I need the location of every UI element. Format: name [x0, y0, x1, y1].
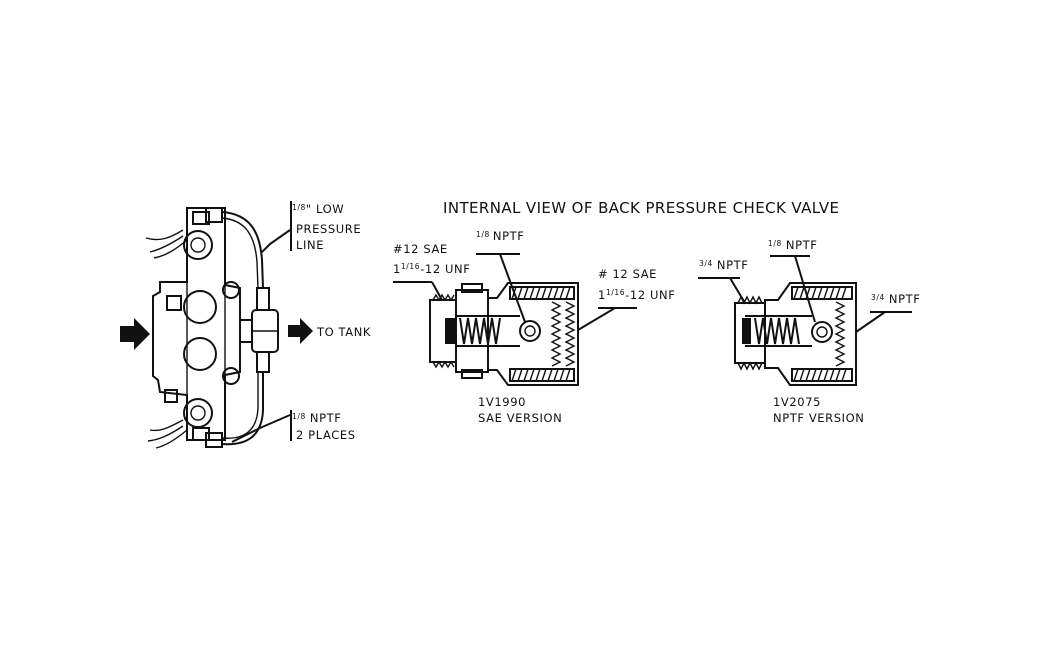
svg-text:1/8" LOW: 1/8" LOW	[292, 202, 344, 216]
nptf-part-number: 1V2075	[773, 395, 821, 409]
inlet-arrow-icon	[120, 318, 150, 350]
svg-text:11/16-12 UNF: 11/16-12 UNF	[598, 288, 675, 302]
valve-body	[152, 207, 241, 441]
svg-text:#12 SAE: #12 SAE	[393, 242, 448, 256]
to-tank-label: TO TANK	[316, 325, 371, 339]
outlet-arrow-icon	[288, 318, 313, 344]
sae-part-number: 1V1990	[478, 395, 526, 409]
svg-text:LINE: LINE	[296, 238, 324, 252]
nptf-version-label: NPTF VERSION	[773, 411, 865, 425]
sae-left-thread-label: #12 SAE 11/16-12 UNF	[393, 242, 470, 276]
sae-check-valve-drawing	[393, 253, 637, 386]
sae-right-thread-label: # 12 SAE 11/16-12 UNF	[598, 267, 675, 302]
svg-text:2 PLACES: 2 PLACES	[296, 428, 356, 442]
svg-text:PRESSURE: PRESSURE	[296, 222, 361, 236]
nptf-check-valve-drawing	[698, 255, 912, 386]
diagram-title: INTERNAL VIEW OF BACK PRESSURE CHECK VAL…	[443, 199, 839, 217]
svg-text:# 12 SAE: # 12 SAE	[598, 267, 657, 281]
svg-text:11/16-12 UNF: 11/16-12 UNF	[393, 262, 470, 276]
valve-assembly-drawing	[120, 207, 313, 449]
sae-version-label: SAE VERSION	[478, 411, 562, 425]
low-pressure-line-label: 1/8" LOW PRESSURE LINE	[290, 201, 361, 252]
